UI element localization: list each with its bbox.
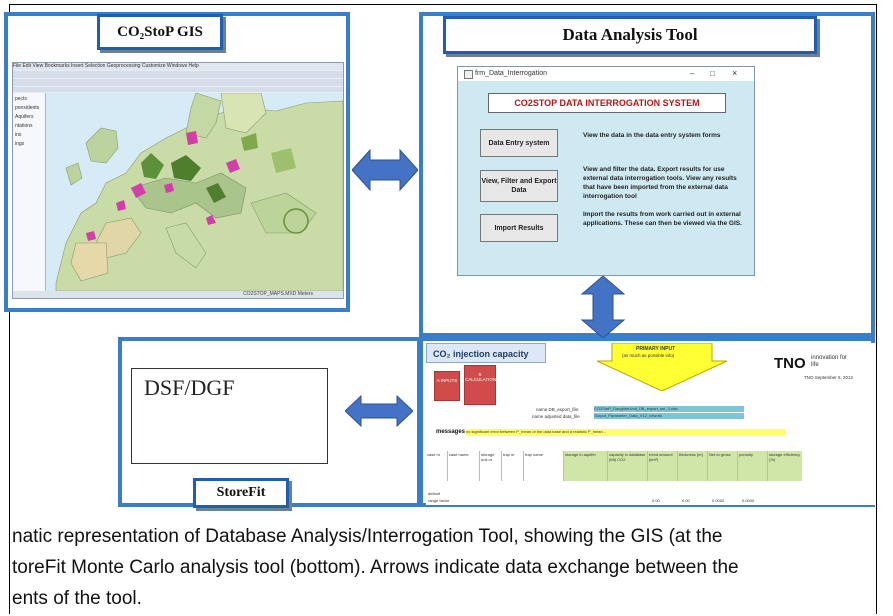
gis-toc-list: pects ponsidents Aquifers ntations ins i… bbox=[13, 93, 45, 151]
import-results-description: Import the results from work carried out… bbox=[583, 211, 742, 227]
form-title-bar: frm_Data_Interrogation – □ × bbox=[458, 67, 754, 81]
column-header: trap name bbox=[524, 451, 564, 481]
injection-capacity-sheet: CO₂ injection capacity PRIMARY INPUT (as… bbox=[426, 343, 875, 505]
gis-toc-item[interactable]: ins bbox=[15, 132, 22, 138]
sheet-title-text: CO₂ injection capacity bbox=[433, 349, 529, 359]
column-header: case name bbox=[448, 451, 480, 481]
cell-value: 0.0000 bbox=[712, 498, 725, 503]
gis-toc-item[interactable]: Aquifers bbox=[15, 114, 34, 120]
row-label-range-factor: range factor bbox=[428, 498, 450, 503]
form-heading: CO2STOP DATA INTERROGATION SYSTEM bbox=[488, 93, 726, 113]
dsf-dgf-label: DSF/DGF bbox=[144, 375, 235, 400]
data-entry-description: View the data in the data entry system f… bbox=[583, 132, 721, 139]
column-header: porosity bbox=[738, 451, 768, 481]
storefit-title: StoreFit bbox=[193, 478, 289, 508]
column-header-row: case nr case name storage unit nr trap n… bbox=[426, 451, 875, 481]
primary-input-arrow bbox=[596, 343, 728, 391]
gis-toc-item[interactable]: ings bbox=[15, 141, 25, 147]
data-entry-button-label: Data Entry system bbox=[488, 139, 550, 147]
gis-toolbar bbox=[13, 79, 343, 86]
tno-tagline: innovation for life bbox=[811, 355, 848, 368]
sheet-title: CO₂ injection capacity bbox=[426, 343, 546, 363]
cell-value: 0.00 bbox=[652, 498, 660, 503]
import-results-button-label: Import Results bbox=[494, 224, 544, 232]
data-entry-button[interactable]: Data Entry system bbox=[480, 129, 558, 157]
view-filter-export-button[interactable]: View, Filter and Export Data bbox=[480, 170, 558, 202]
calculations-block-label: B CALCULATIONS bbox=[465, 372, 500, 382]
adjusted-file-label: name adjusted data_file bbox=[532, 414, 580, 419]
export-file-value[interactable]: CO2StoP_DaughterUnit_DB_export_set_3.xls… bbox=[594, 406, 744, 412]
caption-line-1: natic representation of Database Analysi… bbox=[12, 526, 723, 547]
tno-logo: TNO bbox=[774, 355, 806, 372]
caption-line-3: ents of the tool. bbox=[12, 588, 142, 609]
primary-input-label: PRIMARY INPUT bbox=[636, 346, 676, 352]
gis-toc-item[interactable]: ponsidents bbox=[15, 105, 40, 111]
gis-status-bar: CO2STOP_MAPS.MXD Meters bbox=[13, 291, 343, 298]
column-header: thickness (m) bbox=[678, 451, 708, 481]
column-header: trend amount (km²) bbox=[648, 451, 678, 481]
gis-panel: File Edit View Bookmarks Insert Selectio… bbox=[4, 12, 350, 312]
column-header: case nr bbox=[426, 451, 448, 481]
import-results-button[interactable]: Import Results bbox=[480, 214, 558, 242]
storefit-sheet-arrow bbox=[345, 395, 413, 427]
column-header: storage in aquifer bbox=[564, 451, 608, 481]
column-header: storage unit nr bbox=[480, 451, 502, 481]
gis-toc-item[interactable]: pects bbox=[15, 96, 27, 102]
gis-title: CO₂StoP GIS bbox=[97, 14, 223, 50]
europe-map[interactable] bbox=[46, 92, 343, 292]
minimize-button[interactable]: – bbox=[690, 69, 695, 78]
gis-toc-item[interactable]: ntations bbox=[15, 123, 33, 129]
primary-input-subtext: (as much as possible info) bbox=[622, 353, 675, 358]
gis-toolbar bbox=[13, 87, 343, 92]
column-header: trap nr bbox=[502, 451, 524, 481]
column-header: Net to gross bbox=[708, 451, 738, 481]
inputs-block-label: A INPUTS bbox=[436, 378, 458, 383]
row-label-default: default bbox=[428, 491, 441, 496]
data-interrogation-form: frm_Data_Interrogation – □ × CO2STOP DAT… bbox=[457, 66, 755, 276]
cell-value: 0.00 bbox=[682, 498, 690, 503]
sheet-date: TNO September 6, 2012 bbox=[804, 375, 854, 380]
caption-line-2: toreFit Monte Carlo analysis tool (botto… bbox=[12, 557, 739, 578]
form-window-icon bbox=[464, 70, 473, 79]
adjusted-file-value[interactable]: Output_Parameter_Data_V12_new.xls bbox=[594, 413, 744, 419]
inputs-block: A INPUTS bbox=[434, 371, 460, 401]
gis-window: File Edit View Bookmarks Insert Selectio… bbox=[12, 62, 344, 299]
messages-label: messages bbox=[436, 429, 466, 435]
gis-table-of-contents: pects ponsidents Aquifers ntations ins i… bbox=[13, 93, 46, 291]
data-analysis-title-text: Data Analysis Tool bbox=[562, 25, 698, 44]
maximize-button[interactable]: □ bbox=[710, 69, 715, 78]
view-filter-export-description: View and filter the data. Export results… bbox=[583, 166, 737, 200]
storefit-title-text: StoreFit bbox=[216, 485, 266, 500]
form-window-title: frm_Data_Interrogation bbox=[475, 70, 547, 77]
gis-menu-bar: File Edit View Bookmarks Insert Selectio… bbox=[13, 63, 343, 70]
data-analysis-title: Data Analysis Tool bbox=[443, 16, 817, 54]
dsf-dgf-box: DSF/DGF bbox=[131, 368, 328, 464]
column-header: storage efficiency (%) bbox=[768, 451, 802, 481]
cell-value: 0.0000 bbox=[742, 498, 755, 503]
data-sheet-arrow bbox=[580, 276, 626, 338]
europe-map-graphic bbox=[46, 92, 343, 292]
export-file-label: name DB_export_file: bbox=[536, 407, 580, 412]
gis-data-arrow bbox=[352, 148, 418, 192]
calculations-block: B CALCULATIONS bbox=[464, 365, 500, 405]
view-filter-export-button-label: View, Filter and Export Data bbox=[481, 178, 557, 194]
close-button[interactable]: × bbox=[732, 68, 738, 78]
gis-toolbar bbox=[13, 71, 343, 78]
message-bar: no significant error between P_mean of t… bbox=[466, 429, 786, 436]
gis-title-text: CO₂StoP GIS bbox=[117, 23, 203, 40]
column-header: capacity in database (Mt) CO2 bbox=[608, 451, 648, 481]
